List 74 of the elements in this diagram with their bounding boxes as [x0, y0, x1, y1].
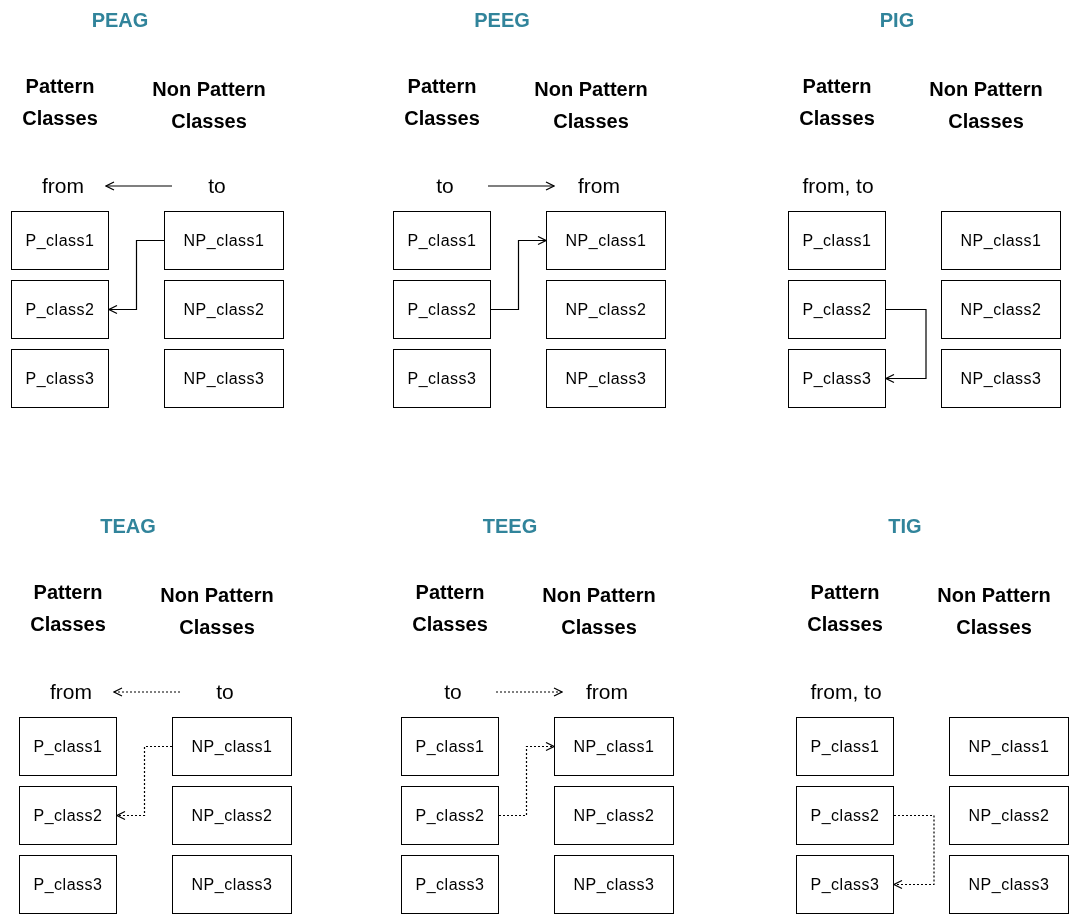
- class-box: NP_class3: [172, 855, 292, 914]
- class-box: P_class2: [393, 280, 491, 339]
- direction-text: from, to: [809, 679, 883, 706]
- class-box: NP_class3: [949, 855, 1069, 914]
- panel-title: TEAG: [99, 514, 157, 539]
- arrow: [108, 239, 165, 315]
- class-box: P_class3: [19, 855, 117, 914]
- class-box: P_class1: [788, 211, 886, 270]
- column-heading: Non Pattern Classes: [541, 583, 657, 639]
- class-box: P_class3: [401, 855, 499, 914]
- arrow: [490, 235, 547, 311]
- class-box: NP_class1: [546, 211, 666, 270]
- class-box: NP_class2: [164, 280, 284, 339]
- direction-text: to: [402, 172, 488, 200]
- class-box: NP_class3: [941, 349, 1061, 408]
- class-box: NP_class2: [949, 786, 1069, 845]
- direction-text: to: [410, 678, 496, 706]
- class-box: P_class1: [19, 717, 117, 776]
- class-box: P_class1: [393, 211, 491, 270]
- class-box: P_class1: [11, 211, 109, 270]
- arrow: [487, 181, 555, 191]
- class-box: P_class2: [796, 786, 894, 845]
- direction-text: from: [554, 172, 644, 200]
- class-box: P_class2: [11, 280, 109, 339]
- direction-text: from: [28, 678, 114, 706]
- arrow: [893, 814, 935, 890]
- direction-text: to: [180, 678, 270, 706]
- class-box: P_class3: [393, 349, 491, 408]
- class-box: NP_class2: [546, 280, 666, 339]
- panel-title: PEAG: [90, 8, 150, 33]
- arrow: [495, 687, 563, 697]
- arrow: [105, 181, 173, 191]
- class-box: P_class3: [796, 855, 894, 914]
- direction-text: to: [172, 172, 262, 200]
- column-heading: Non Pattern Classes: [151, 77, 267, 133]
- panel-title: TIG: [887, 514, 923, 539]
- column-heading: Non Pattern Classes: [928, 77, 1044, 133]
- class-box: NP_class3: [546, 349, 666, 408]
- class-box: P_class2: [788, 280, 886, 339]
- class-box: NP_class1: [941, 211, 1061, 270]
- column-heading: Pattern Classes: [29, 580, 107, 636]
- column-heading: Pattern Classes: [806, 580, 884, 636]
- panel-title: PEEG: [473, 8, 531, 33]
- class-box: P_class1: [796, 717, 894, 776]
- panel-title: TEEG: [481, 514, 539, 539]
- class-box: NP_class2: [941, 280, 1061, 339]
- panel-title: PIG: [878, 8, 916, 33]
- class-box: NP_class1: [164, 211, 284, 270]
- class-box: P_class2: [19, 786, 117, 845]
- column-heading: Non Pattern Classes: [159, 583, 275, 639]
- class-box: P_class2: [401, 786, 499, 845]
- column-heading: Pattern Classes: [411, 580, 489, 636]
- class-box: NP_class2: [172, 786, 292, 845]
- class-box: NP_class3: [164, 349, 284, 408]
- column-heading: Pattern Classes: [403, 74, 481, 130]
- class-box: P_class3: [788, 349, 886, 408]
- column-heading: Pattern Classes: [21, 74, 99, 130]
- class-box: NP_class1: [554, 717, 674, 776]
- direction-text: from: [20, 172, 106, 200]
- arrow: [885, 308, 927, 384]
- direction-text: from, to: [801, 173, 875, 200]
- class-box: NP_class3: [554, 855, 674, 914]
- column-heading: Non Pattern Classes: [533, 77, 649, 133]
- class-box: NP_class2: [554, 786, 674, 845]
- class-box: P_class1: [401, 717, 499, 776]
- arrow: [498, 741, 555, 817]
- arrow: [116, 745, 173, 821]
- arrow: [113, 687, 181, 697]
- column-heading: Pattern Classes: [798, 74, 876, 130]
- class-box: P_class3: [11, 349, 109, 408]
- class-box: NP_class1: [949, 717, 1069, 776]
- direction-text: from: [562, 678, 652, 706]
- column-heading: Non Pattern Classes: [936, 583, 1052, 639]
- class-box: NP_class1: [172, 717, 292, 776]
